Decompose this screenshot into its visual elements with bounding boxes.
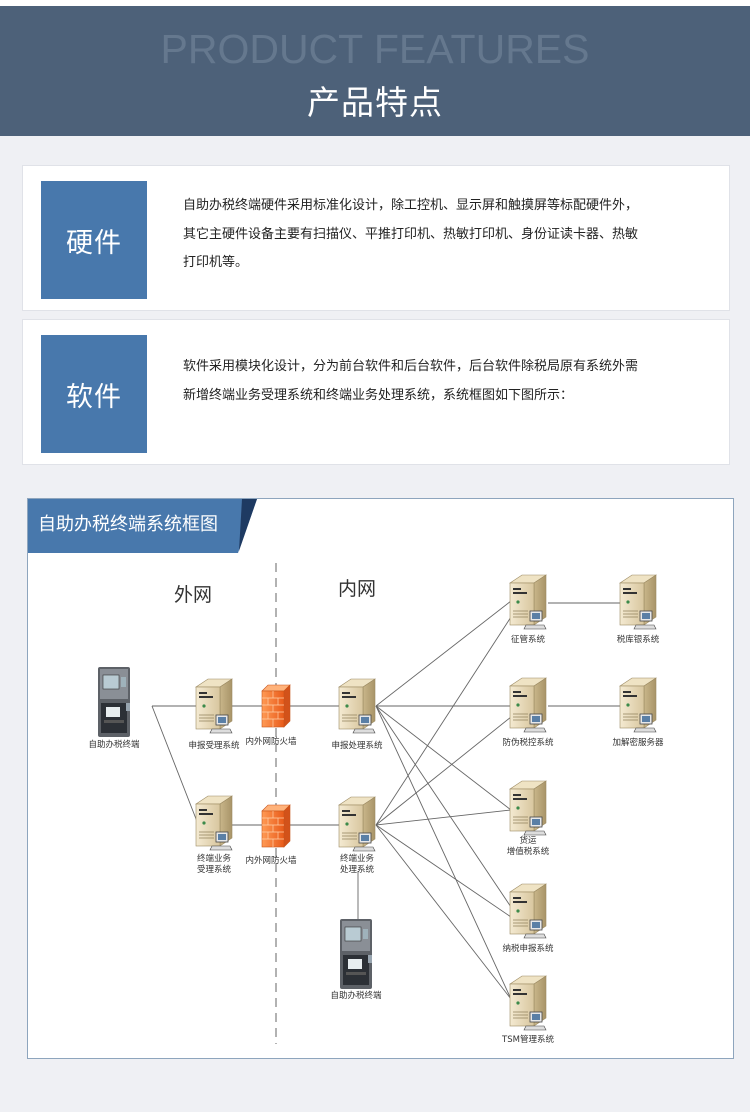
node-label-terminal-bottom: 自助办税终端 bbox=[330, 990, 382, 1001]
server-icon bbox=[509, 574, 547, 630]
diagram-title-banner bbox=[28, 499, 257, 553]
server-icon bbox=[509, 780, 547, 836]
node-label-tax-declare: 纳税申报系统 bbox=[502, 943, 554, 954]
feature-line: 新增终端业务受理系统和终端业务处理系统，系统框图如下图所示： bbox=[183, 387, 574, 403]
page-header: PRODUCT FEATURES 产品特点 bbox=[0, 6, 750, 136]
node-label-treasury: 税库银系统 bbox=[617, 634, 660, 645]
node-label-crypto: 加解密服务器 bbox=[612, 737, 664, 748]
server-icon bbox=[509, 677, 547, 733]
node-label-terminal-process-1: 终端业务 bbox=[340, 853, 375, 864]
connection-lines bbox=[151, 600, 622, 1000]
feature-text-hardware: 自助办税终端硬件采用标准化设计，除工控机、显示屏和触摸屏等标配硬件外， 其它主硬… bbox=[183, 192, 709, 278]
server-icon bbox=[619, 677, 657, 733]
node-label-anti-fake: 防伪税控系统 bbox=[502, 737, 554, 748]
header-title-en: PRODUCT FEATURES bbox=[160, 26, 590, 72]
node-label-terminal-process-2: 处理系统 bbox=[340, 864, 375, 875]
firewall-icon bbox=[261, 804, 291, 848]
server-icon bbox=[509, 883, 547, 939]
kiosk-icon bbox=[97, 666, 131, 738]
node-label-terminal-accept-1: 终端业务 bbox=[197, 853, 232, 864]
feature-tag-software: 软件 bbox=[41, 335, 147, 453]
node-label-terminal-left: 自助办税终端 bbox=[88, 739, 140, 750]
header-title-cn: 产品特点 bbox=[307, 83, 443, 122]
firewall-icon bbox=[261, 684, 291, 728]
node-label-tsm: TSM管理系统 bbox=[501, 1034, 554, 1045]
feature-line: 其它主硬件设备主要有扫描仪、平推打印机、热敏打印机、身份证读卡器、热敏 bbox=[183, 226, 639, 242]
node-label-terminal-accept-2: 受理系统 bbox=[197, 864, 232, 875]
server-icon bbox=[195, 795, 233, 851]
node-label-firewall-top: 内外网防火墙 bbox=[245, 736, 297, 747]
diagram-canvas: 自助办税终端系统框图 外网 内网 bbox=[28, 499, 664, 1045]
feature-tag-hardware: 硬件 bbox=[41, 181, 147, 299]
zone-inner-label: 内网 bbox=[338, 578, 376, 600]
zone-outer-label: 外网 bbox=[174, 584, 212, 606]
node-label-freight-2: 增值税系统 bbox=[507, 846, 550, 857]
server-icon bbox=[509, 975, 547, 1031]
feature-text-software: 软件采用模块化设计，分为前台软件和后台软件，后台软件除税局原有系统外需 新增终端… bbox=[183, 353, 709, 410]
feature-card-hardware: 硬件 自助办税终端硬件采用标准化设计，除工控机、显示屏和触摸屏等标配硬件外， 其… bbox=[22, 165, 730, 311]
feature-line: 软件采用模块化设计，分为前台软件和后台软件，后台软件除税局原有系统外需 bbox=[183, 359, 639, 374]
feature-card-software: 软件 软件采用模块化设计，分为前台软件和后台软件，后台软件除税局原有系统外需 新… bbox=[22, 319, 730, 465]
node-label-declare-process: 申报处理系统 bbox=[331, 740, 383, 751]
kiosk-icon bbox=[339, 918, 373, 990]
feature-line: 自助办税终端硬件采用标准化设计，除工控机、显示屏和触摸屏等标配硬件外， bbox=[183, 198, 639, 213]
node-label-firewall-bottom: 内外网防火墙 bbox=[245, 855, 297, 866]
server-icon bbox=[619, 574, 657, 630]
server-icon bbox=[338, 678, 376, 734]
server-icon bbox=[195, 678, 233, 734]
node-label-collection: 征管系统 bbox=[511, 634, 546, 645]
node-label-freight-1: 货运 bbox=[519, 835, 537, 846]
diagram-title: 自助办税终端系统框图 bbox=[38, 514, 218, 535]
system-diagram: 自助办税终端系统框图 外网 内网 bbox=[27, 498, 734, 1059]
top-strip bbox=[0, 0, 750, 6]
node-label-declare-accept: 申报受理系统 bbox=[188, 740, 240, 751]
feature-line: 打印机等。 bbox=[183, 255, 249, 270]
server-icon bbox=[338, 796, 376, 852]
